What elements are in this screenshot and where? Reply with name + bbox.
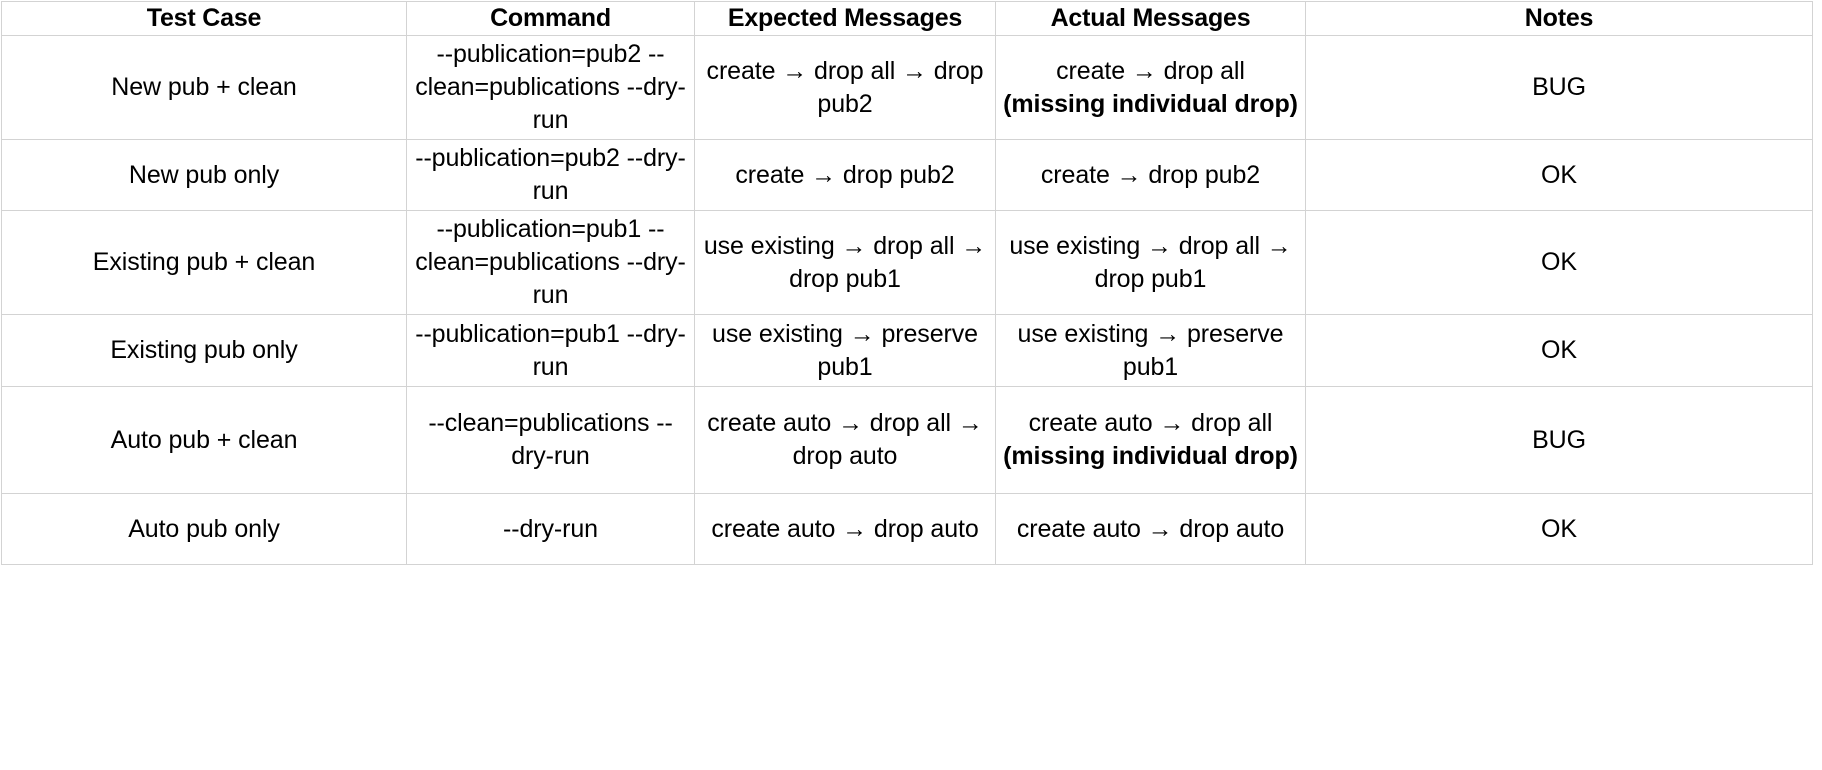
cell-test-case: New pub only <box>1 139 407 211</box>
test-results-table: Test Case Command Expected Messages Actu… <box>1 1 1813 565</box>
cell-test-case: Existing pub + clean <box>1 210 407 315</box>
actual-messages-annotation: (missing individual drop) <box>1003 89 1298 118</box>
actual-messages-text: create auto → drop auto <box>1016 514 1285 543</box>
cell-command: --dry-run <box>406 493 695 565</box>
cell-expected-messages: create auto → drop all → drop auto <box>694 386 996 494</box>
actual-messages-text: create → drop pub2 <box>1040 160 1261 189</box>
column-header-test-case: Test Case <box>1 1 407 36</box>
table-row: Existing pub only--publication=pub1 --dr… <box>1 314 1813 387</box>
cell-expected-messages: use existing → preserve pub1 <box>694 314 996 387</box>
table-row: New pub + clean--publication=pub2 --clea… <box>1 35 1813 140</box>
cell-command: --publication=pub1 --clean=publications … <box>406 210 695 315</box>
cell-actual-messages: create auto → drop auto <box>995 493 1306 565</box>
cell-actual-messages: use existing → drop all → drop pub1 <box>995 210 1306 315</box>
cell-notes-status: BUG <box>1305 386 1813 494</box>
cell-notes-status: OK <box>1305 210 1813 315</box>
cell-notes-status: OK <box>1305 314 1813 387</box>
actual-messages-text: use existing → drop all → drop pub1 <box>1009 231 1292 293</box>
table-body: New pub + clean--publication=pub2 --clea… <box>1 35 1813 565</box>
table-row: Auto pub + clean--clean=publications --d… <box>1 386 1813 494</box>
cell-command: --publication=pub1 --dry-run <box>406 314 695 387</box>
cell-test-case: New pub + clean <box>1 35 407 140</box>
cell-actual-messages: create auto → drop all (missing individu… <box>995 386 1306 494</box>
cell-test-case: Auto pub + clean <box>1 386 407 494</box>
table-header-row: Test Case Command Expected Messages Actu… <box>1 1 1813 36</box>
actual-messages-text: create → drop all <box>1056 56 1245 85</box>
cell-command: --clean=publications --dry-run <box>406 386 695 494</box>
cell-expected-messages: create auto → drop auto <box>694 493 996 565</box>
cell-notes-status: OK <box>1305 139 1813 211</box>
cell-notes-status: OK <box>1305 493 1813 565</box>
cell-command: --publication=pub2 --dry-run <box>406 139 695 211</box>
actual-messages-annotation: (missing individual drop) <box>1003 442 1298 470</box>
cell-expected-messages: create → drop all → drop pub2 <box>694 35 996 140</box>
cell-test-case: Existing pub only <box>1 314 407 387</box>
table-header: Test Case Command Expected Messages Actu… <box>1 1 1813 36</box>
actual-messages-text: create auto → drop all <box>1028 409 1273 437</box>
cell-actual-messages: create → drop all (missing individual dr… <box>995 35 1306 140</box>
cell-actual-messages: use existing → preserve pub1 <box>995 314 1306 387</box>
cell-expected-messages: create → drop pub2 <box>694 139 996 211</box>
table-row: New pub only--publication=pub2 --dry-run… <box>1 139 1813 211</box>
column-header-command: Command <box>406 1 695 36</box>
column-header-actual: Actual Messages <box>995 1 1306 36</box>
actual-messages-text: use existing → preserve pub1 <box>1017 319 1284 381</box>
column-header-notes: Notes <box>1305 1 1813 36</box>
cell-test-case: Auto pub only <box>1 493 407 565</box>
cell-command: --publication=pub2 --clean=publications … <box>406 35 695 140</box>
cell-expected-messages: use existing → drop all → drop pub1 <box>694 210 996 315</box>
cell-actual-messages: create → drop pub2 <box>995 139 1306 211</box>
column-header-expected: Expected Messages <box>694 1 996 36</box>
table-row: Existing pub + clean--publication=pub1 -… <box>1 210 1813 315</box>
cell-notes-status: BUG <box>1305 35 1813 140</box>
